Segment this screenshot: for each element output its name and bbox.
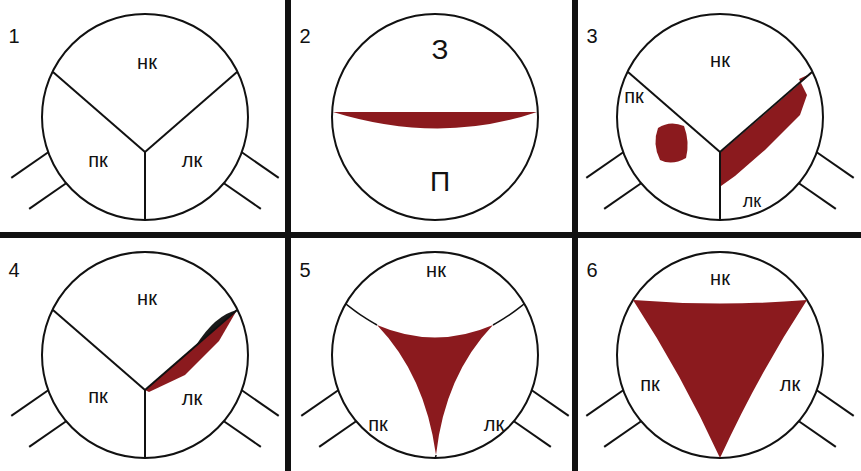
coronary-artery <box>604 183 641 209</box>
commissure-line <box>145 310 237 390</box>
commissure-line <box>493 304 524 325</box>
cusp-label: пк <box>368 414 388 434</box>
wall-label: П <box>430 168 450 196</box>
commissure-line <box>720 72 812 152</box>
commissure-line <box>719 152 721 220</box>
coronary-artery <box>11 390 48 416</box>
coronary-artery <box>604 421 641 447</box>
cusp-label: нк <box>710 268 730 288</box>
coronary-artery <box>11 152 48 178</box>
commissure-line <box>628 72 720 152</box>
cusp-label: пк <box>88 150 108 170</box>
wall-label: З <box>432 36 449 64</box>
calcification <box>145 310 237 392</box>
coronary-artery <box>224 421 261 447</box>
aortic-root <box>332 14 538 220</box>
central-gap <box>633 300 807 458</box>
panel-number: 5 <box>299 260 310 280</box>
commissure-line <box>435 455 436 458</box>
aortic-root <box>42 14 248 220</box>
cusp-label: лк <box>182 150 202 170</box>
commissure-line <box>144 152 146 220</box>
central-gap <box>377 325 493 455</box>
cusp-label: нк <box>137 288 157 308</box>
aortic-root <box>42 252 248 458</box>
coronary-artery <box>29 183 66 209</box>
commissure-line <box>346 304 377 325</box>
panel-divider <box>0 232 861 238</box>
cusp-label: нк <box>137 52 157 72</box>
panel-number: 1 <box>8 26 19 46</box>
cusp-label: лк <box>182 388 202 408</box>
coronary-artery <box>319 421 356 447</box>
aortic-root <box>617 252 823 458</box>
commissure-line <box>145 72 237 152</box>
aortic-root <box>332 252 538 458</box>
coronary-artery <box>301 390 338 416</box>
coronary-artery <box>817 390 854 416</box>
commissure-line <box>144 390 146 458</box>
panel-number: 4 <box>8 260 19 280</box>
coronary-artery <box>242 152 279 178</box>
coronary-artery <box>242 390 279 416</box>
cusp-label: нк <box>710 50 730 70</box>
commissure-line <box>53 72 145 152</box>
panel-number: 2 <box>299 26 310 46</box>
coronary-artery <box>532 390 569 416</box>
cusp-label: пк <box>624 86 644 106</box>
coronary-artery <box>224 183 261 209</box>
bicuspid-coaptation <box>333 112 537 129</box>
cusp-label: лк <box>484 414 504 434</box>
coronary-artery <box>586 390 623 416</box>
calcification <box>721 73 812 186</box>
cusp-label: лк <box>780 374 800 394</box>
panel-number: 6 <box>586 260 597 280</box>
commissure-line <box>53 310 145 390</box>
coronary-artery <box>29 421 66 447</box>
cusp-label: лк <box>743 192 761 210</box>
cusp-label: нк <box>426 260 446 280</box>
coronary-artery <box>799 421 836 447</box>
aortic-root <box>617 14 823 220</box>
panel-number: 3 <box>586 26 597 46</box>
coronary-artery <box>514 421 551 447</box>
cusp-label: пк <box>88 386 108 406</box>
cusp-label: пк <box>640 374 660 394</box>
calcification <box>655 123 687 162</box>
coronary-artery <box>799 183 836 209</box>
coronary-artery <box>817 152 854 178</box>
coronary-artery <box>586 152 623 178</box>
